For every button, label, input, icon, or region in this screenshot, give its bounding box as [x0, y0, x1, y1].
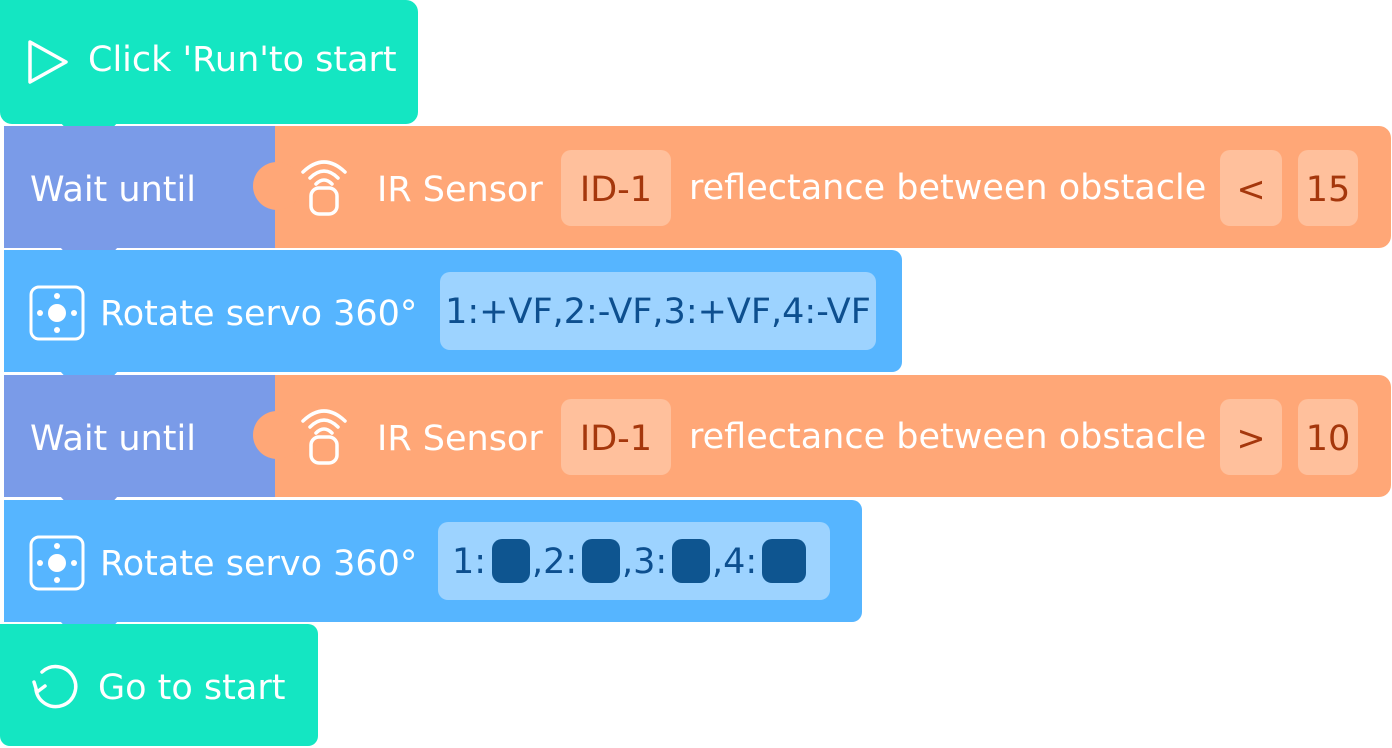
servo-value-text: 1:+VF,2:-VF,3:+VF,4:-VF [445, 292, 871, 332]
sensor-id-dropdown[interactable]: ID-1 [561, 150, 671, 226]
rotate-servo-block[interactable]: Rotate servo 360° 1:+VF,2:-VF,3:+VF,4:-V… [4, 250, 902, 372]
port-speed-swatch[interactable] [672, 539, 710, 583]
sensor-id-value: ID-1 [579, 419, 653, 459]
go-to-start-label: Go to start [98, 668, 286, 708]
ir-sensor-icon [301, 160, 347, 216]
servo-icon [29, 535, 85, 591]
sensor-plug [253, 162, 301, 210]
ir-sensor-block[interactable]: IR Sensor ID-1 reflectance between obsta… [253, 126, 1391, 248]
operator-dropdown[interactable]: > [1220, 399, 1282, 475]
rotate-servo-label: Rotate servo 360° [100, 544, 418, 584]
rotate-servo-label: Rotate servo 360° [100, 294, 418, 334]
restart-icon [32, 664, 78, 709]
operator-dropdown[interactable]: < [1220, 150, 1282, 226]
ir-sensor-label: IR Sensor [377, 170, 543, 210]
sensor-id-value: ID-1 [579, 170, 653, 210]
property-label: reflectance between obstacle [689, 168, 1207, 208]
start-label: Click 'Run'to start [88, 40, 397, 80]
wait-until-label: Wait until [30, 419, 196, 459]
port-label: ,2: [532, 542, 578, 582]
port-speed-swatch[interactable] [582, 539, 620, 583]
port-speed-swatch[interactable] [492, 539, 530, 583]
property-label: reflectance between obstacle [689, 417, 1207, 457]
port-label: ,3: [622, 542, 668, 582]
servo-ports-input[interactable]: 1: ,2: ,3: ,4: [438, 522, 830, 600]
play-icon [28, 40, 68, 84]
go-to-start-block[interactable]: Go to start [0, 624, 318, 746]
port-label: 1: [452, 542, 487, 582]
operator-value: < [1236, 170, 1266, 210]
ir-sensor-label: IR Sensor [377, 419, 543, 459]
operator-value: > [1236, 419, 1266, 459]
threshold-value: 15 [1305, 170, 1351, 210]
ir-sensor-block[interactable]: IR Sensor ID-1 reflectance between obsta… [253, 375, 1391, 497]
ir-sensor-icon [301, 409, 347, 465]
threshold-value: 10 [1305, 419, 1351, 459]
rotate-servo-block[interactable]: Rotate servo 360° 1: ,2: ,3: ,4: [4, 500, 862, 622]
servo-icon [29, 285, 85, 341]
sensor-id-dropdown[interactable]: ID-1 [561, 399, 671, 475]
sensor-plug [253, 411, 301, 459]
threshold-input[interactable]: 15 [1298, 150, 1358, 226]
start-block[interactable]: Click 'Run'to start [0, 0, 418, 124]
port-label: ,4: [712, 542, 758, 582]
threshold-input[interactable]: 10 [1298, 399, 1358, 475]
wait-until-label: Wait until [30, 170, 196, 210]
servo-value-input[interactable]: 1:+VF,2:-VF,3:+VF,4:-VF [440, 272, 876, 350]
port-speed-swatch[interactable] [762, 539, 806, 583]
